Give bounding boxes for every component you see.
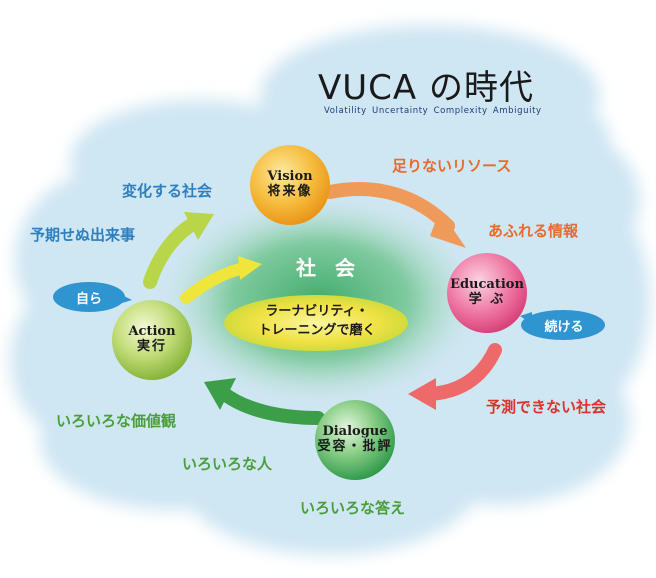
society-label: 社 会 <box>296 256 361 280</box>
dialogue-circle <box>315 400 395 480</box>
vision-node: Vision 将来像 <box>245 169 335 200</box>
dialogue-jp-label: 受容・批評 <box>317 438 393 454</box>
learnability-line-2: トレーニングで磨く <box>258 322 376 338</box>
page-title: VUCA の時代 <box>318 68 534 108</box>
dialogue-node: Dialogue 受容・批評 <box>310 424 400 455</box>
overflowing-info-label: あふれる情報 <box>488 222 579 240</box>
unpredictable-society-label: 予測できない社会 <box>486 398 607 416</box>
continue-bubble <box>520 310 605 340</box>
various-people-label: いろいろな人 <box>182 455 273 473</box>
continue-bubble-text: 続ける <box>544 320 584 335</box>
education-node: Education 学 ぶ <box>442 277 532 308</box>
education-en-label: Education <box>450 277 524 292</box>
changing-society-label: 変化する社会 <box>122 182 213 200</box>
page-subtitle: Volatility Uncertainty Complexity Ambigu… <box>324 106 542 116</box>
dialogue-en-label: Dialogue <box>322 424 388 439</box>
education-circle <box>447 253 527 333</box>
vision-circle <box>250 145 330 225</box>
vision-jp-label: 将来像 <box>267 183 313 199</box>
various-answers-label: いろいろな答え <box>300 499 406 517</box>
vision-en-label: Vision <box>267 169 313 184</box>
various-values-label: いろいろな価値観 <box>56 412 177 430</box>
not-enough-resources-label: 足りないリソース <box>392 157 512 175</box>
action-circle <box>112 300 192 380</box>
self-bubble-text: 自ら <box>75 292 102 307</box>
learnability-line-1: ラーナビリティ・ <box>265 304 369 319</box>
education-jp-label: 学 ぶ <box>468 291 506 307</box>
cycle-arrows <box>143 182 502 425</box>
action-jp-label: 実行 <box>136 338 167 354</box>
center-ellipse <box>224 295 408 351</box>
action-en-label: Action <box>128 324 176 339</box>
action-node: Action 実行 <box>107 324 197 355</box>
unexpected-events-label: 予期せぬ出来事 <box>30 226 136 244</box>
self-bubble <box>53 282 132 312</box>
learnability-text: ラーナビリティ・ トレーニングで磨く <box>232 303 402 341</box>
